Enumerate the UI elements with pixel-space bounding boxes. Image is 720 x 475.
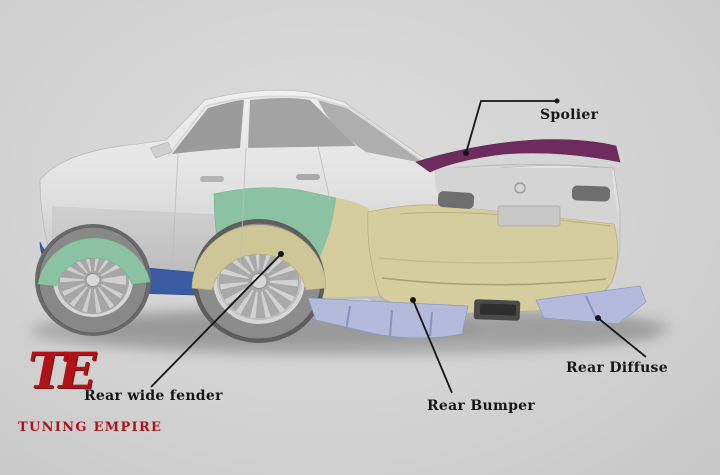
front-fender-arch-highlight bbox=[37, 237, 151, 287]
body-details bbox=[171, 145, 331, 273]
label-spoiler: Spolier bbox=[540, 107, 599, 123]
left-taillight bbox=[437, 191, 475, 209]
door-handle-front bbox=[200, 176, 224, 182]
brand-monogram-icon: TE bbox=[28, 341, 96, 400]
spoiler-leader bbox=[465, 100, 557, 154]
license-recess bbox=[497, 205, 561, 227]
brand-emblem bbox=[514, 182, 526, 194]
diffuser-leader bbox=[597, 317, 647, 358]
windows bbox=[149, 95, 433, 169]
door-handle-rear bbox=[296, 174, 320, 180]
bumper-leader bbox=[412, 299, 453, 394]
side-mirror bbox=[149, 141, 173, 159]
label-rear-diffuser: Rear Diffuse bbox=[566, 360, 668, 376]
rear-panel bbox=[434, 168, 618, 227]
rear-wide-fender-highlight bbox=[191, 224, 327, 291]
fender-leader bbox=[150, 253, 282, 388]
brand-name: TUNING EMPIRE bbox=[18, 420, 163, 435]
callout-lines bbox=[150, 98, 647, 394]
right-taillight bbox=[571, 185, 611, 202]
label-rear-wide-fender: Rear wide fender bbox=[84, 388, 223, 404]
label-rear-bumper: Rear Bumper bbox=[427, 398, 536, 414]
spoiler-highlight bbox=[415, 139, 621, 173]
rear-diffuser-highlight bbox=[307, 285, 647, 339]
